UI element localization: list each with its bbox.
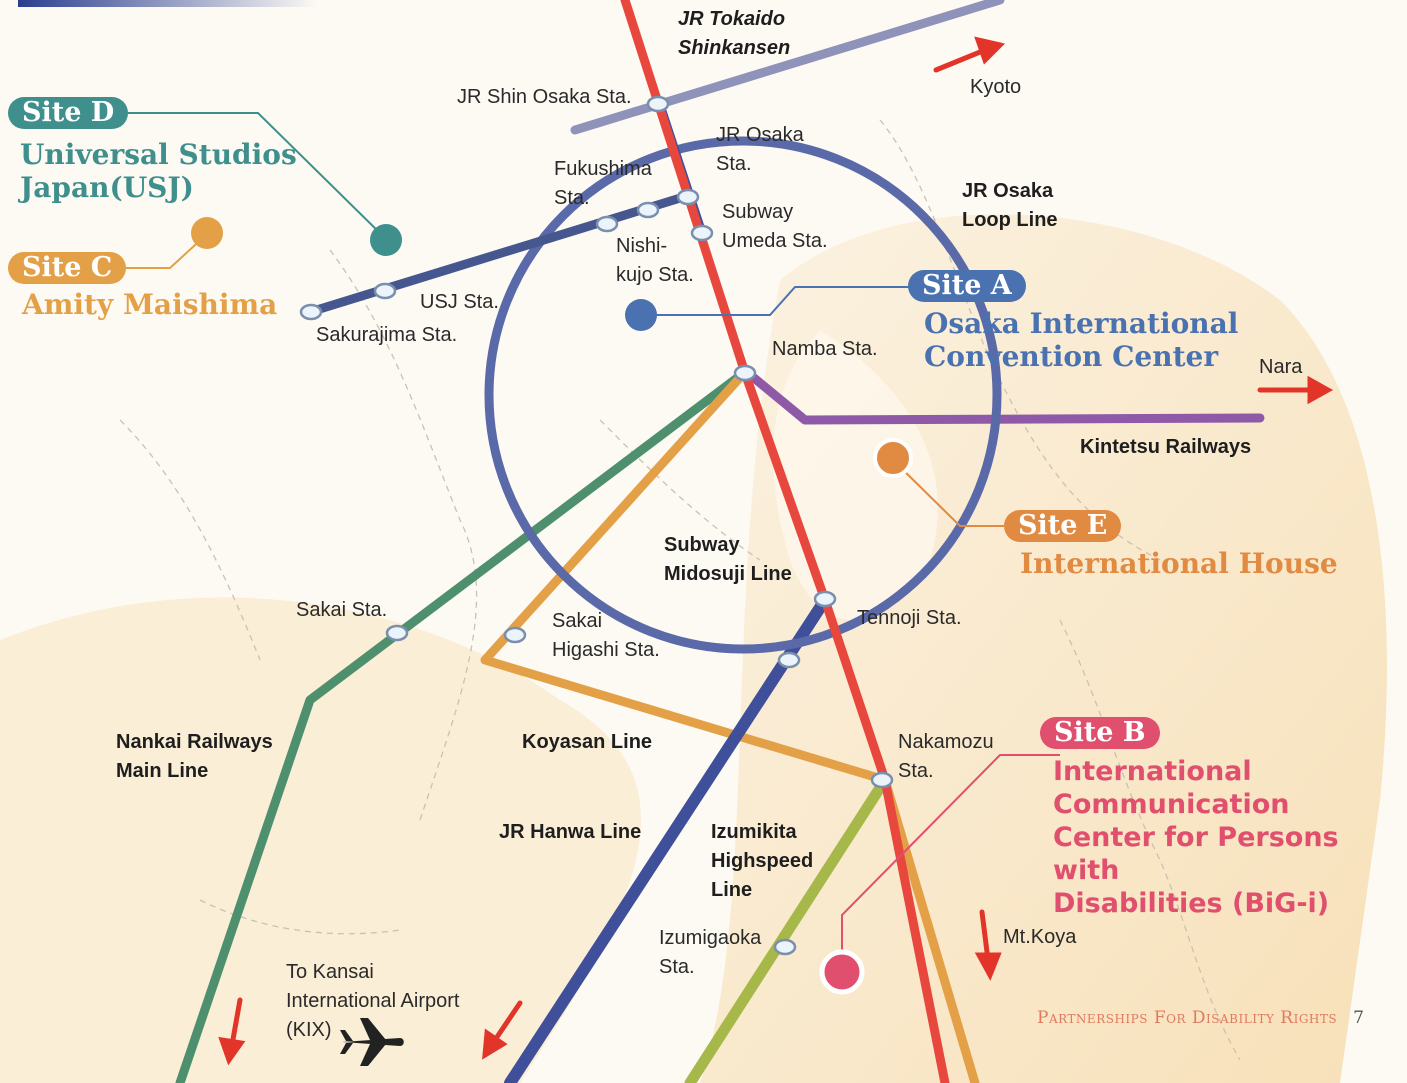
airplane-icon <box>340 1018 404 1066</box>
label-shinkansen: JR Tokaido Shinkansen <box>678 8 791 59</box>
label-mt-koya: Mt.Koya <box>1003 926 1077 948</box>
label-kix: To Kansai International Airport (KIX) <box>286 961 460 1041</box>
arrow-nara <box>1257 375 1334 405</box>
arrow-mt-koya <box>974 909 1002 981</box>
label-koyasan: Koyasan Line <box>522 731 653 753</box>
arrow-kix-2 <box>482 1000 523 1060</box>
arrow-kix-1 <box>218 997 246 1066</box>
label-namba-sta: Namba Sta. <box>772 338 878 360</box>
label-izumikita: Izumikita Highspeed Line <box>711 821 814 901</box>
label-sakurajima-sta: Sakurajima Sta. <box>316 324 458 346</box>
label-sakai-sta: Sakai Sta. <box>296 599 388 621</box>
label-loop-line: JR Osaka Loop Line <box>962 180 1058 231</box>
site-d-name: Universal Studios Japan(USJ) <box>20 138 297 204</box>
station-markers <box>299 95 894 956</box>
nankai-line <box>175 367 750 1083</box>
site-b-name: International Communication Center for P… <box>1053 756 1339 919</box>
label-nankai: Nankai Railways Main Line <box>116 731 273 782</box>
label-kyoto: Kyoto <box>970 76 1022 98</box>
label-jr-osaka-sta: JR Osaka Sta. <box>716 124 804 175</box>
label-tennoji-sta: Tennoji Sta. <box>857 607 962 629</box>
kintetsu-line <box>743 368 1265 425</box>
koyasan-line <box>480 367 980 1083</box>
label-midosuji-line: Subway Midosuji Line <box>664 534 792 585</box>
label-sakai-higashi-sta: Sakai Higashi Sta. <box>552 610 660 661</box>
footer: Partnerships For Disability Rights 7 <box>1037 1008 1364 1028</box>
site-callouts <box>115 112 1060 995</box>
label-nara: Nara <box>1259 356 1303 378</box>
izumikita-line <box>684 774 891 1083</box>
arrow-kyoto <box>933 36 1005 73</box>
label-shin-osaka-sta: JR Shin Osaka Sta. <box>457 86 632 108</box>
label-fukushima-sta: Fukushima Sta. <box>554 158 652 209</box>
header-bar <box>18 0 318 7</box>
site-e-badge: Site E <box>1004 510 1122 542</box>
shinkansen-upper <box>570 0 1005 135</box>
direction-arrows <box>218 36 1334 1066</box>
label-kintetsu: Kintetsu Railways <box>1080 436 1252 458</box>
label-hanwa: JR Hanwa Line <box>499 821 642 843</box>
footer-title: Partnerships For Disability Rights <box>1037 1008 1338 1028</box>
usj-line <box>305 190 695 317</box>
site-d-badge: Site D <box>8 97 129 129</box>
label-nakamozu-sta: Nakamozu Sta. <box>898 731 994 782</box>
label-umeda-sta: Subway Umeda Sta. <box>722 201 828 252</box>
page-number: 7 <box>1353 1008 1365 1028</box>
rail-lines <box>175 0 1265 1083</box>
site-c-name: Amity Maishima <box>22 288 278 321</box>
label-usj-sta: USJ Sta. <box>420 291 499 313</box>
osaka-loop-line <box>484 136 1002 654</box>
hanwa-line <box>504 594 831 1083</box>
site-a-name: Osaka International Convention Center <box>924 307 1239 373</box>
site-a-badge: Site A <box>908 270 1026 302</box>
label-nishikujo-sta: Nishi- kujo Sta. <box>616 235 694 286</box>
site-e-name: International House <box>1020 547 1338 580</box>
site-b-badge: Site B <box>1040 717 1160 749</box>
background-land <box>0 214 1387 1083</box>
site-c-badge: Site C <box>8 252 127 284</box>
label-izumigaoka-sta: Izumigaoka Sta. <box>659 927 762 978</box>
